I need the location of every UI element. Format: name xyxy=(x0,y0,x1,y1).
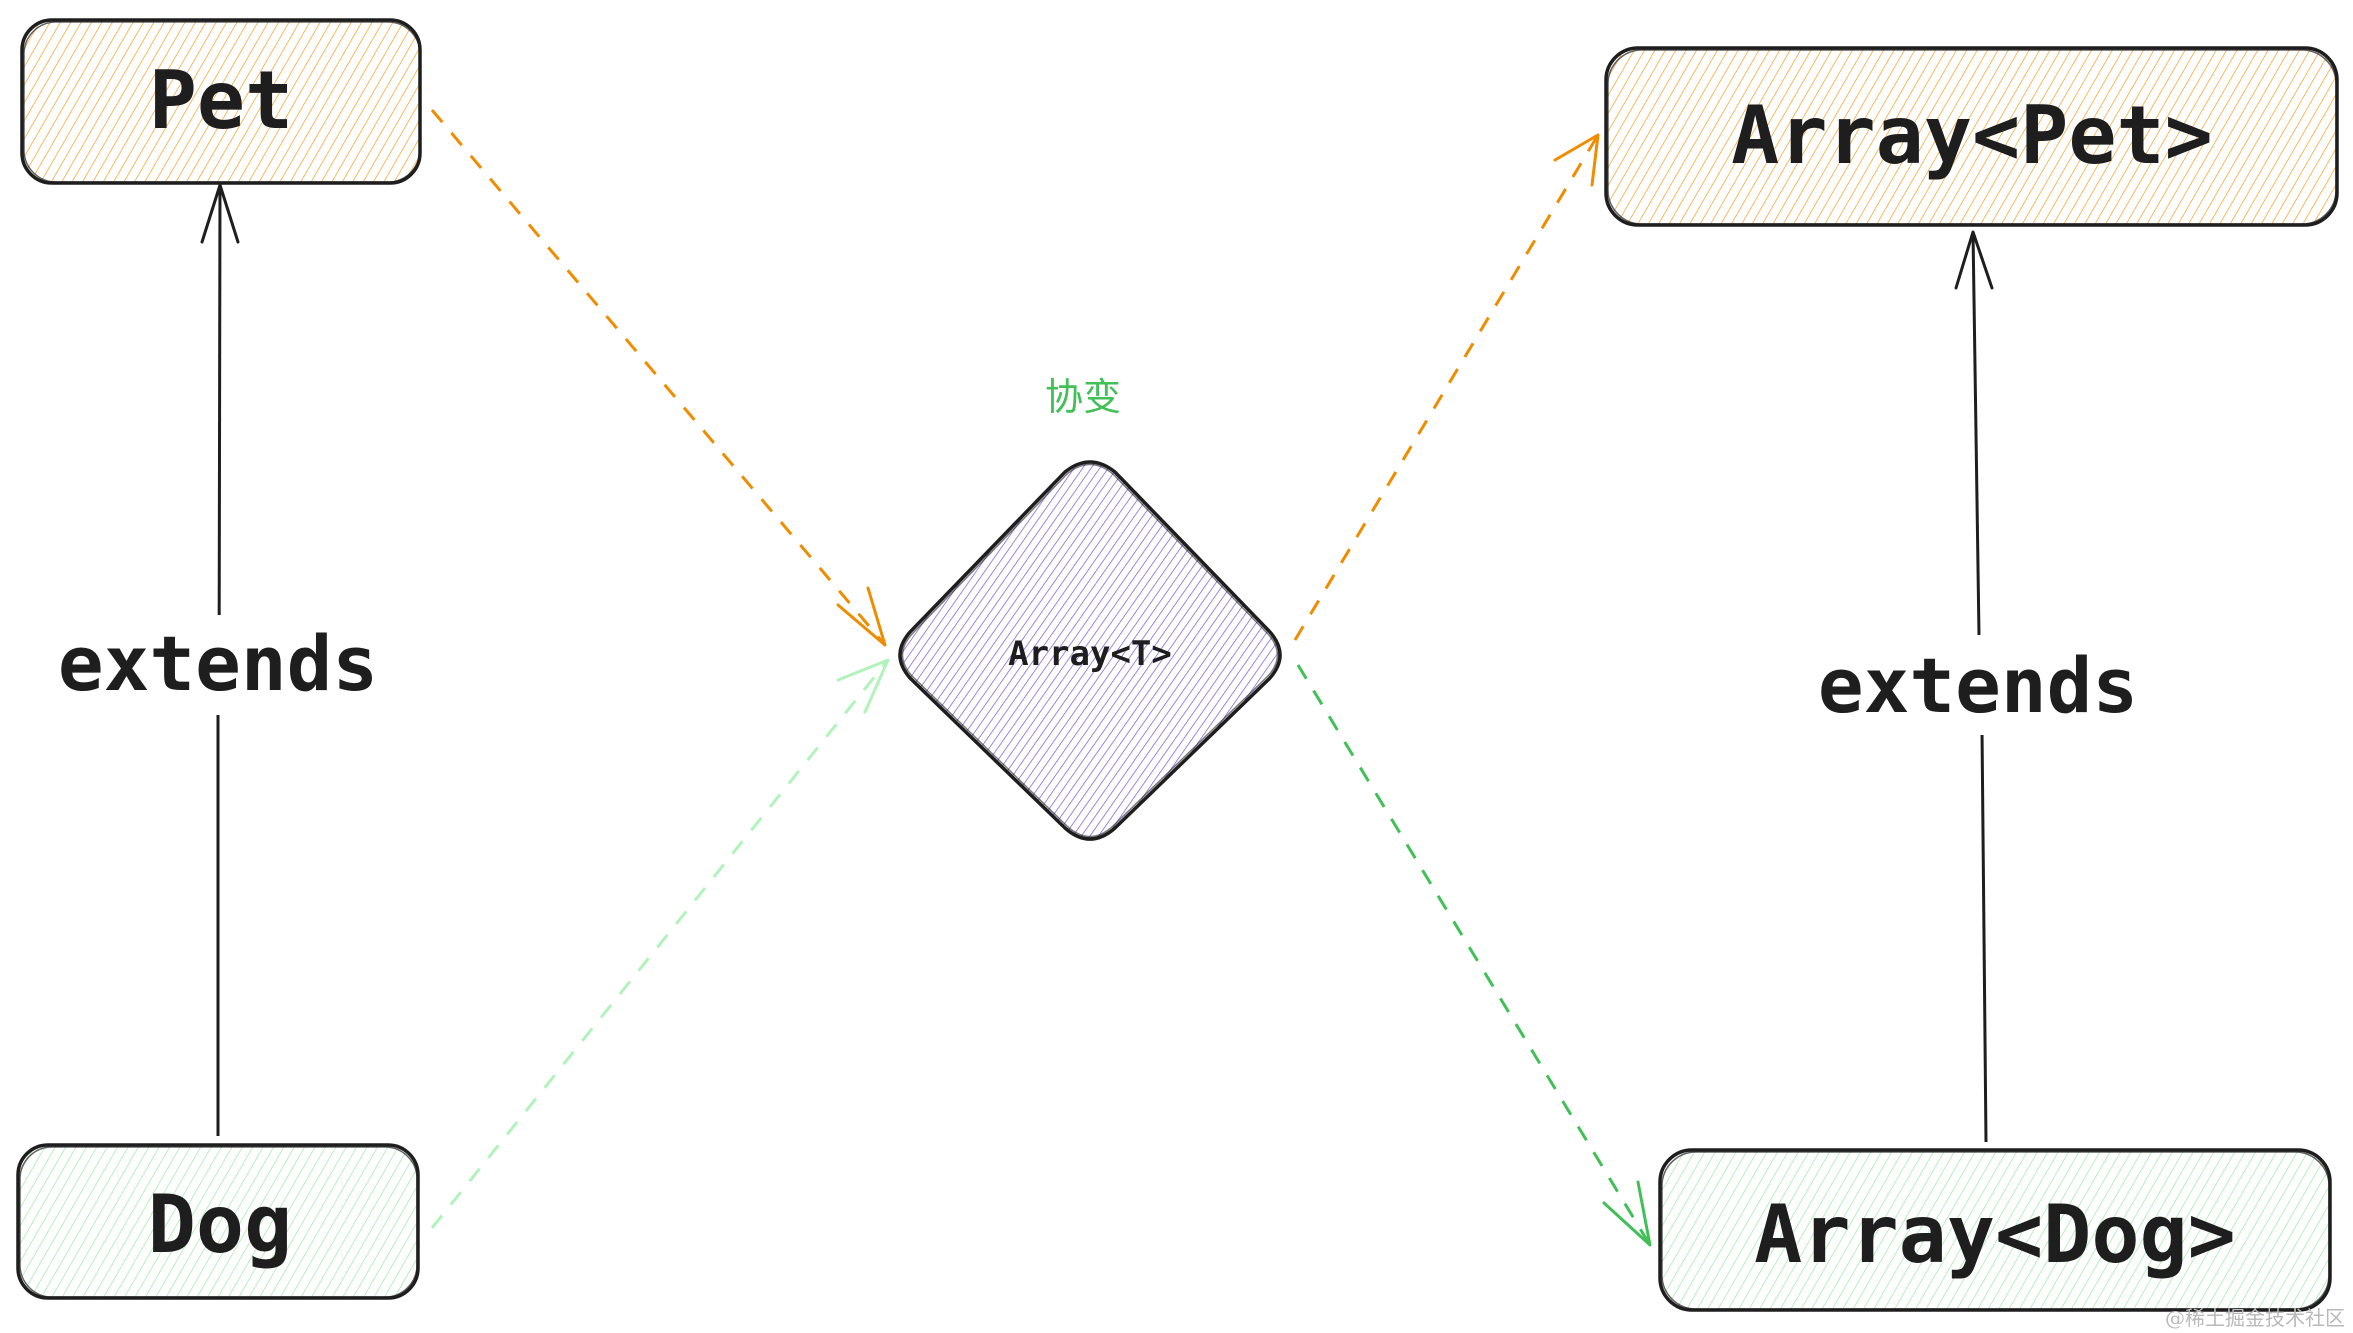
edge-array-dog-extends-array-pet: extends xyxy=(1800,230,2160,1143)
edge-array-t-to-array-pet xyxy=(1293,133,1600,641)
solid-line xyxy=(1971,231,1981,636)
covariance-label: 协变 xyxy=(1045,375,1121,419)
arrowhead-icon xyxy=(836,586,887,647)
watermark: @稀土掘金技术社区 xyxy=(2165,1306,2345,1330)
node-dog-box[interactable] xyxy=(16,1143,420,1300)
label-background xyxy=(40,615,400,715)
label-background xyxy=(1800,635,2160,735)
arrowhead-icon xyxy=(1954,230,1994,290)
node-array-pet-box[interactable] xyxy=(1604,46,2339,227)
extends-label-right: extends xyxy=(1818,641,2138,730)
node-array-t-diamond[interactable] xyxy=(898,460,1282,841)
dashed-line xyxy=(430,109,887,646)
node-array-dog-label: Array<Dog> xyxy=(1754,1188,2236,1281)
node-pet-label: Pet xyxy=(149,54,294,147)
dashed-line xyxy=(1296,664,1652,1246)
node-array-t[interactable]: Array<T> xyxy=(898,460,1282,841)
node-array-pet[interactable]: Array<Pet> xyxy=(1604,46,2339,227)
node-pet[interactable]: Pet xyxy=(20,18,422,185)
node-dog-label: Dog xyxy=(148,1178,293,1271)
edge-dog-extends-pet: extends xyxy=(40,183,400,1136)
node-array-pet-label: Array<Pet> xyxy=(1731,89,2213,182)
node-array-dog[interactable]: Array<Dog> xyxy=(1658,1148,2332,1312)
dashed-line xyxy=(430,659,890,1229)
arrowhead-icon xyxy=(1602,1180,1652,1247)
node-array-dog-box[interactable] xyxy=(1658,1148,2332,1312)
edge-array-t-to-array-dog xyxy=(1296,664,1652,1247)
edge-dog-to-array-t xyxy=(430,658,890,1229)
edge-pet-to-array-t xyxy=(430,109,887,647)
arrowhead-icon xyxy=(200,183,240,244)
dashed-line xyxy=(1293,134,1600,641)
node-dog[interactable]: Dog xyxy=(16,1143,420,1300)
extends-label-left: extends xyxy=(58,619,378,708)
arrowhead-icon xyxy=(836,658,890,714)
node-array-t-label: Array<T> xyxy=(1008,634,1172,674)
solid-line xyxy=(1980,729,1988,1143)
arrowhead-icon xyxy=(1553,133,1600,187)
